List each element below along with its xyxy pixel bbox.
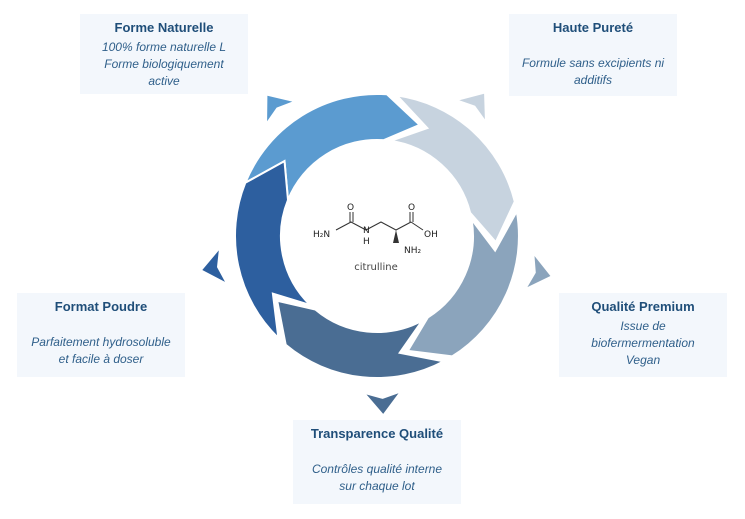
nh2-label: NH₂ xyxy=(404,246,422,256)
card-title: Haute Pureté xyxy=(552,20,634,35)
cycle-segments xyxy=(234,92,520,380)
cycle-arrow-forme-naturelle xyxy=(243,92,422,201)
card-description: Formule sans excipients ni additifs xyxy=(521,56,665,87)
card-title: Qualité Premium xyxy=(591,299,695,314)
card-description: Parfaitement hydrosoluble et facile à do… xyxy=(31,335,171,366)
cycle-pointers xyxy=(202,93,551,414)
card-title: Transparence Qualité xyxy=(310,426,444,441)
card-description: Issue de biofermermentation Vegan xyxy=(591,319,695,367)
card-format-poudre: Format Poudre Parfaitement hydrosoluble … xyxy=(17,293,185,377)
cycle-arrow-format-poudre xyxy=(234,159,311,341)
card-title: Forme Naturelle xyxy=(114,20,214,35)
card-forme-naturelle: Forme Naturelle 100% forme naturelle L F… xyxy=(80,14,248,94)
card-transparence-qualite: Transparence Qualité Contrôles qualité i… xyxy=(293,420,461,504)
pointer-transparence xyxy=(366,393,399,414)
card-title: Format Poudre xyxy=(54,299,148,314)
molecule-name: citrulline xyxy=(354,262,397,273)
molecule-skeleton xyxy=(335,221,412,231)
card-haute-purete: Haute Pureté Formule sans excipients ni … xyxy=(509,14,677,96)
pointer-qualite-premium xyxy=(527,256,551,288)
o-top-label: O xyxy=(347,203,354,213)
cycle-arrow-haute-purete xyxy=(390,94,516,245)
pointer-format-poudre xyxy=(202,250,225,282)
h2n-label: H₂N xyxy=(313,230,330,240)
citrulline-molecule xyxy=(335,212,424,243)
pointer-forme-naturelle xyxy=(267,95,293,122)
card-qualite-premium: Qualité Premium Issue de biofermermentat… xyxy=(559,293,727,377)
h-label: H xyxy=(363,237,370,247)
acid-bond xyxy=(410,221,424,231)
n-label: N xyxy=(363,226,370,236)
cycle-arrow-transparence xyxy=(275,299,447,380)
card-description: Contrôles qualité interne sur chaque lot xyxy=(311,462,443,493)
cycle-arrow-qualite-premium xyxy=(406,208,520,358)
card-description: 100% forme naturelle L Forme biologiquem… xyxy=(101,40,227,88)
pointer-haute-purete xyxy=(459,93,485,120)
wedge-bond xyxy=(393,230,399,243)
o-acid-label: O xyxy=(408,203,415,213)
oh-label: OH xyxy=(424,230,438,240)
